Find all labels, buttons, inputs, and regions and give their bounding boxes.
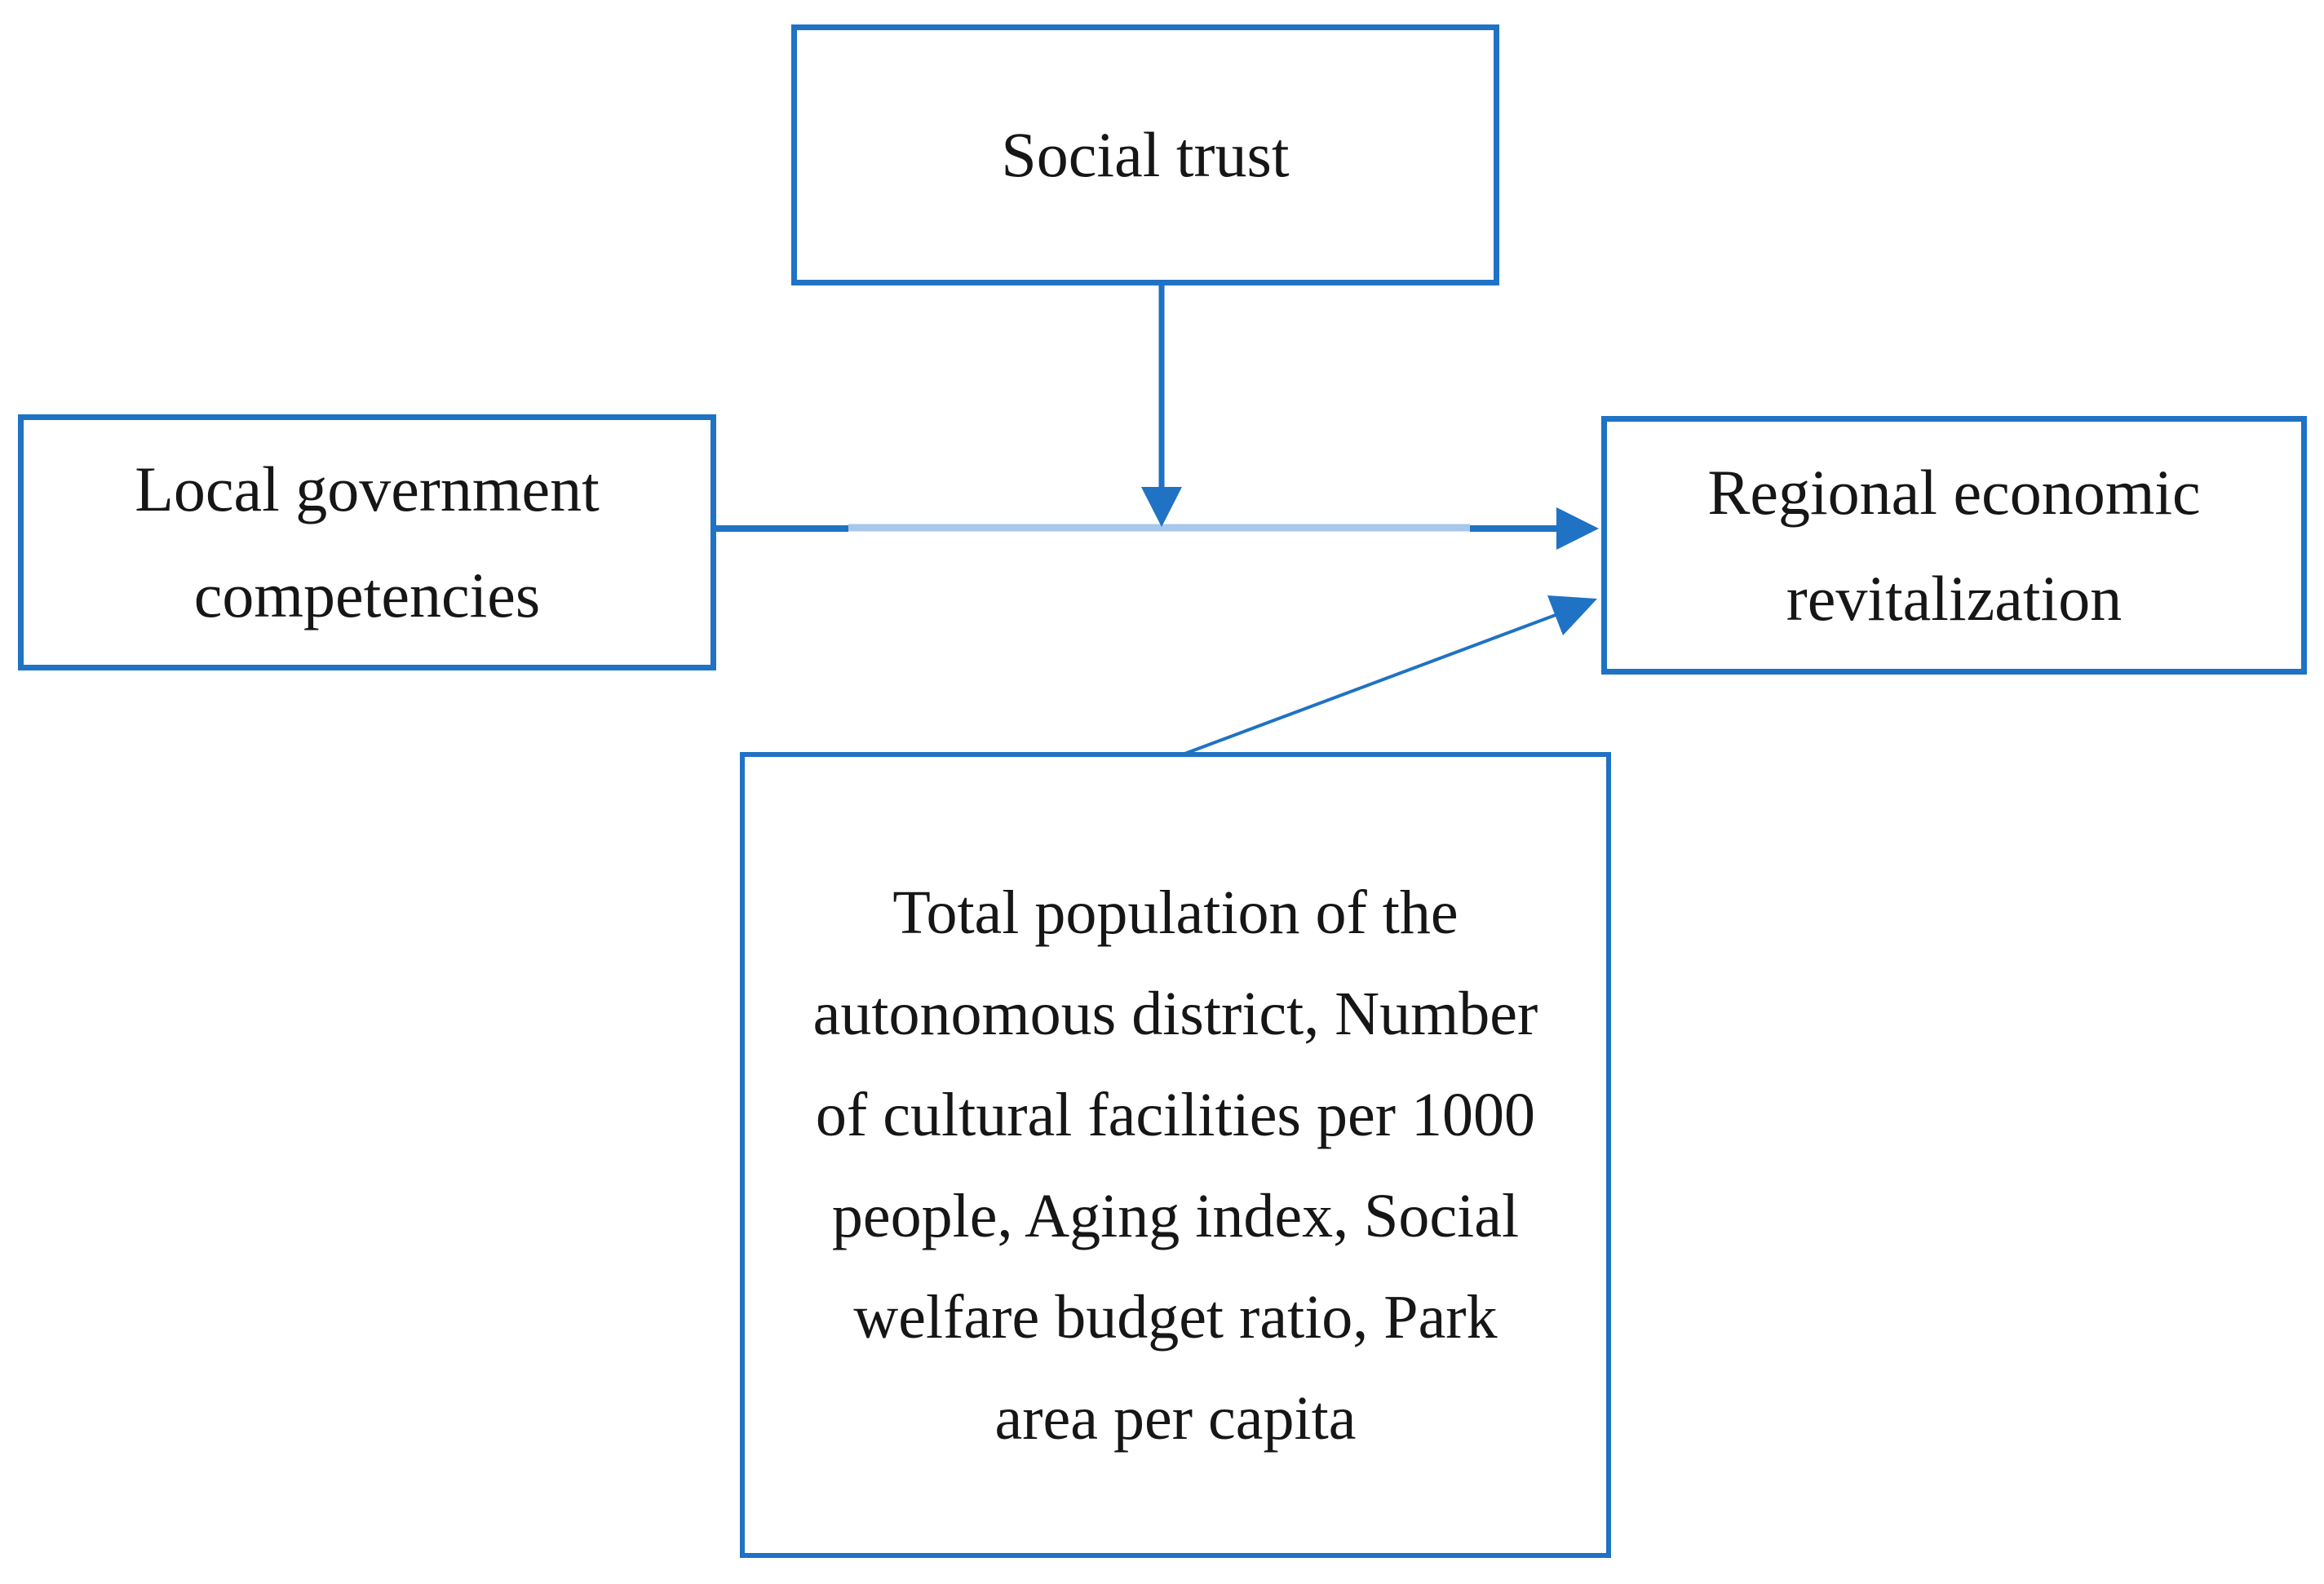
node-local-government-label-line2: competencies: [193, 560, 541, 631]
node-local-government-competencies: Local government competencies: [18, 414, 716, 670]
node-regional-label-line2: revitalization: [1786, 562, 2123, 634]
node-control-variables-line2: autonomous district, Number: [812, 980, 1538, 1048]
node-regional-label-line1: Regional economic: [1707, 456, 2201, 528]
node-social-trust: Social trust: [791, 24, 1499, 285]
node-control-variables-line3: of cultural facilities per 1000: [815, 1081, 1536, 1149]
node-social-trust-label: Social trust: [1001, 119, 1290, 190]
arrow-controls-to-regional-head: [1547, 595, 1597, 635]
node-control-variables-line1: Total population of the: [892, 878, 1459, 947]
node-local-government-label-line1: Local government: [135, 454, 600, 524]
node-regional-economic-revitalization: Regional economic revitalization: [1601, 416, 2307, 675]
node-control-variables-line5: welfare budget ratio, Park: [853, 1283, 1498, 1352]
node-control-variables: Total population of the autonomous distr…: [740, 752, 1611, 1558]
arrow-socialtrust-moderation-head: [1141, 487, 1182, 527]
arrow-localgov-to-regional-head: [1556, 507, 1599, 550]
node-control-variables-line6: area per capita: [994, 1384, 1357, 1453]
arrow-controls-to-regional-line: [1180, 613, 1556, 757]
node-control-variables-line4: people, Aging index, Social: [831, 1182, 1520, 1250]
